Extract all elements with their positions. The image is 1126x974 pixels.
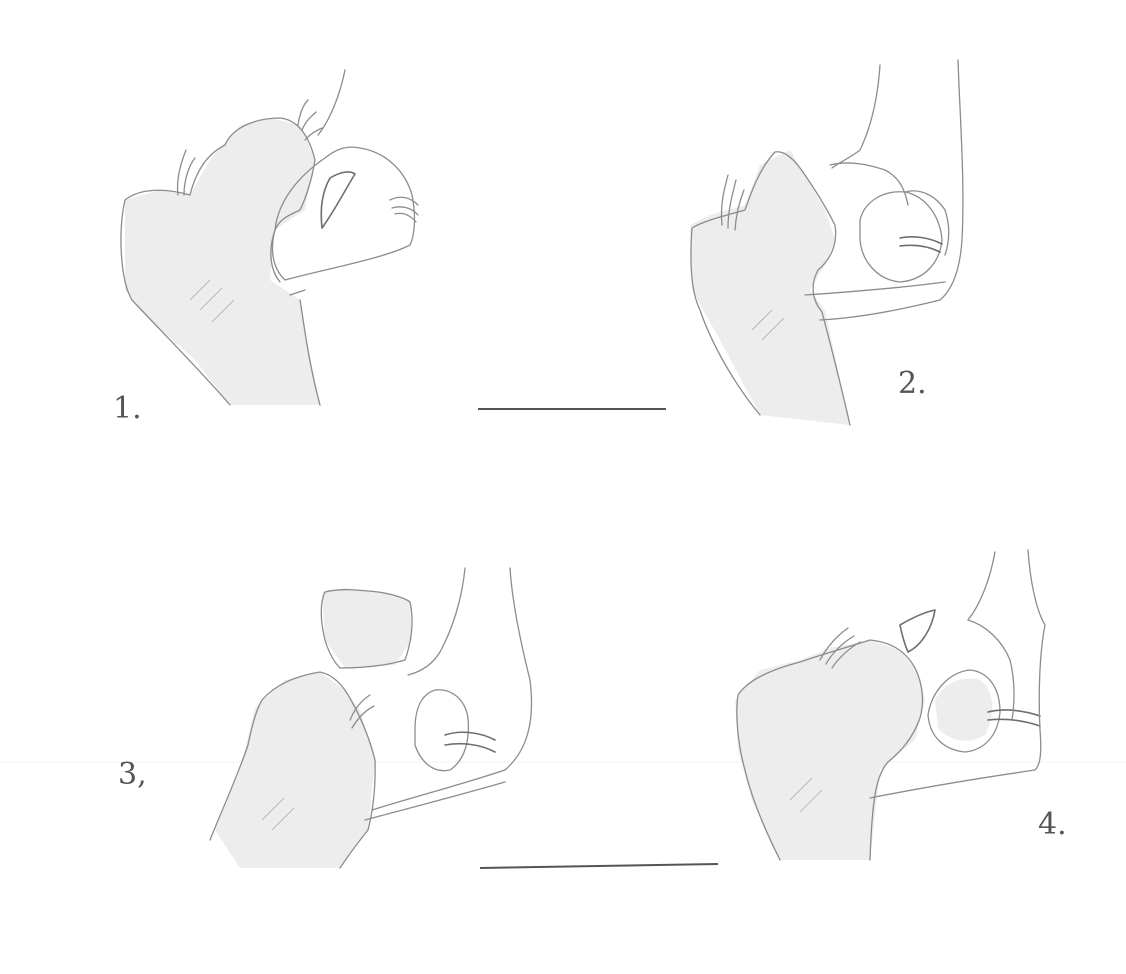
panel-1-shaft-line xyxy=(290,290,305,295)
panel-3-acetabulum xyxy=(408,568,465,675)
panel-1-drawing: 1. xyxy=(113,70,418,426)
panel-1-acetabulum-rim xyxy=(318,70,345,135)
panel-3-drawing: 3, xyxy=(118,568,532,868)
scale-bar-bottom xyxy=(480,864,718,868)
panel-3-label: 3, xyxy=(118,757,147,792)
panel-2-joint-capsule xyxy=(830,163,908,205)
panel-3-ligament-teres xyxy=(445,732,495,752)
panel-2-neck-line xyxy=(805,282,945,295)
panel-4-bone-fragment xyxy=(900,610,935,652)
panel-1-femur-shading xyxy=(125,118,320,405)
panel-2-label: 2. xyxy=(898,366,927,401)
panel-4-ligament-teres xyxy=(988,710,1040,726)
panel-3-femoral-head xyxy=(415,690,468,771)
panel-1-label: 1. xyxy=(113,391,142,426)
panel-2-acetabulum xyxy=(832,65,880,168)
panel-4-head-shading xyxy=(935,678,992,740)
panel-4-label: 4. xyxy=(1038,807,1067,842)
panel-2-drawing: 2. xyxy=(690,60,963,425)
panel-3-neck-line xyxy=(365,782,505,820)
panel-1-head-lesion xyxy=(321,172,355,228)
panel-3-fragment-shading xyxy=(322,588,412,668)
panel-4-acetabulum xyxy=(968,552,995,620)
panel-2-ligament-teres xyxy=(900,237,942,252)
panel-2-femoral-head xyxy=(860,192,942,282)
panel-2-femur-shading xyxy=(690,150,850,425)
panel-4-drawing: 4. xyxy=(735,550,1067,860)
panel-4-femur-shading xyxy=(735,640,925,860)
